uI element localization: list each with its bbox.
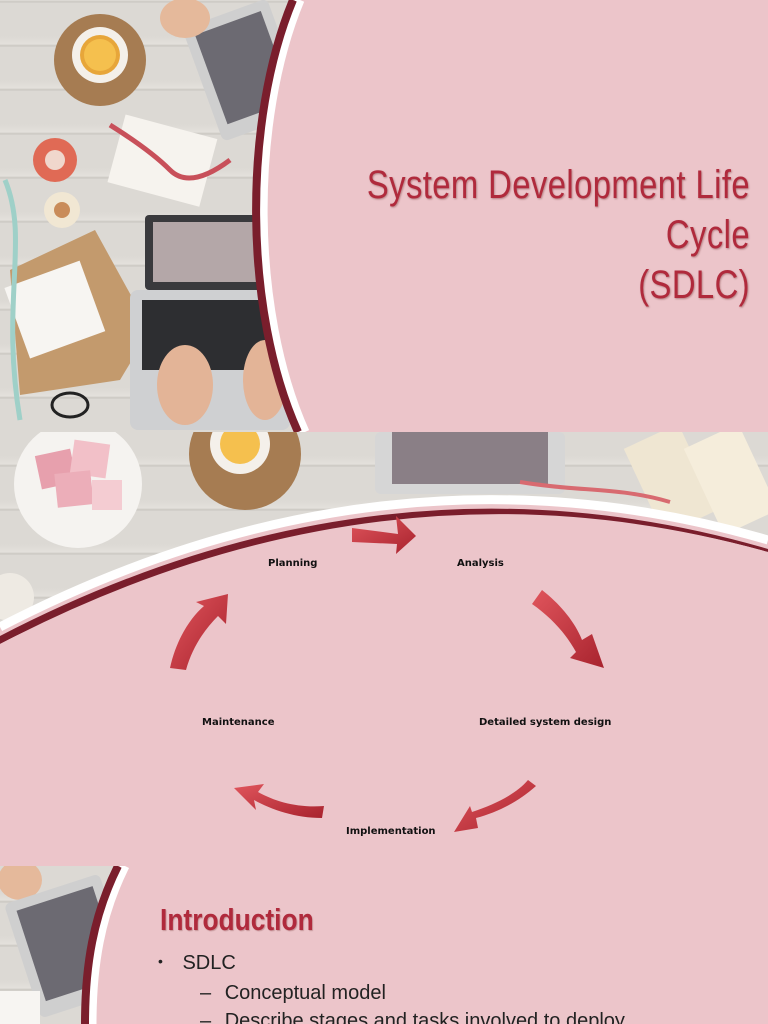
slide-introduction: Introduction • SDLC – Conceptual model –… xyxy=(0,866,768,1024)
title-line-1: System Development Life Cycle xyxy=(366,163,750,257)
arrow-implementation-maintenance xyxy=(234,784,324,818)
introduction-heading: Introduction xyxy=(160,902,314,937)
dash-icon: – xyxy=(200,1010,212,1024)
slide-title-text: System Development Life Cycle (SDLC) xyxy=(324,160,750,310)
cycle-arrows xyxy=(170,516,604,832)
stage-planning: Planning xyxy=(268,558,318,569)
curve-divider xyxy=(252,0,768,432)
title-line-2: (SDLC) xyxy=(638,263,750,307)
sub-bullet-1: – Conceptual model xyxy=(200,982,386,1005)
bullet-dot: • xyxy=(158,953,163,969)
sub-bullet-text: Conceptual model xyxy=(224,982,386,1004)
slide-cycle: Planning Analysis Detailed system design… xyxy=(0,432,768,866)
stage-implementation: Implementation xyxy=(346,826,436,837)
arrow-design-implementation xyxy=(454,780,536,832)
sub-bullet-2: – Describe stages and tasks involved to … xyxy=(200,1010,625,1024)
stage-maintenance: Maintenance xyxy=(202,717,275,728)
arrow-analysis-design xyxy=(532,590,604,668)
bullet-sdlc: • SDLC xyxy=(158,952,236,975)
stage-analysis: Analysis xyxy=(457,558,504,569)
stage-design: Detailed system design xyxy=(479,717,612,728)
cycle-arc-shape xyxy=(0,495,768,866)
desk-objects-image xyxy=(0,432,768,621)
bullet-text: SDLC xyxy=(182,952,236,974)
sub-bullet-text: Describe stages and tasks involved to de… xyxy=(224,1010,625,1024)
dash-icon: – xyxy=(200,982,212,1004)
curve-divider xyxy=(81,866,768,1024)
slide-title: System Development Life Cycle (SDLC) xyxy=(0,0,768,432)
arrow-maintenance-planning xyxy=(170,594,228,670)
arrow-planning-analysis xyxy=(352,516,416,554)
